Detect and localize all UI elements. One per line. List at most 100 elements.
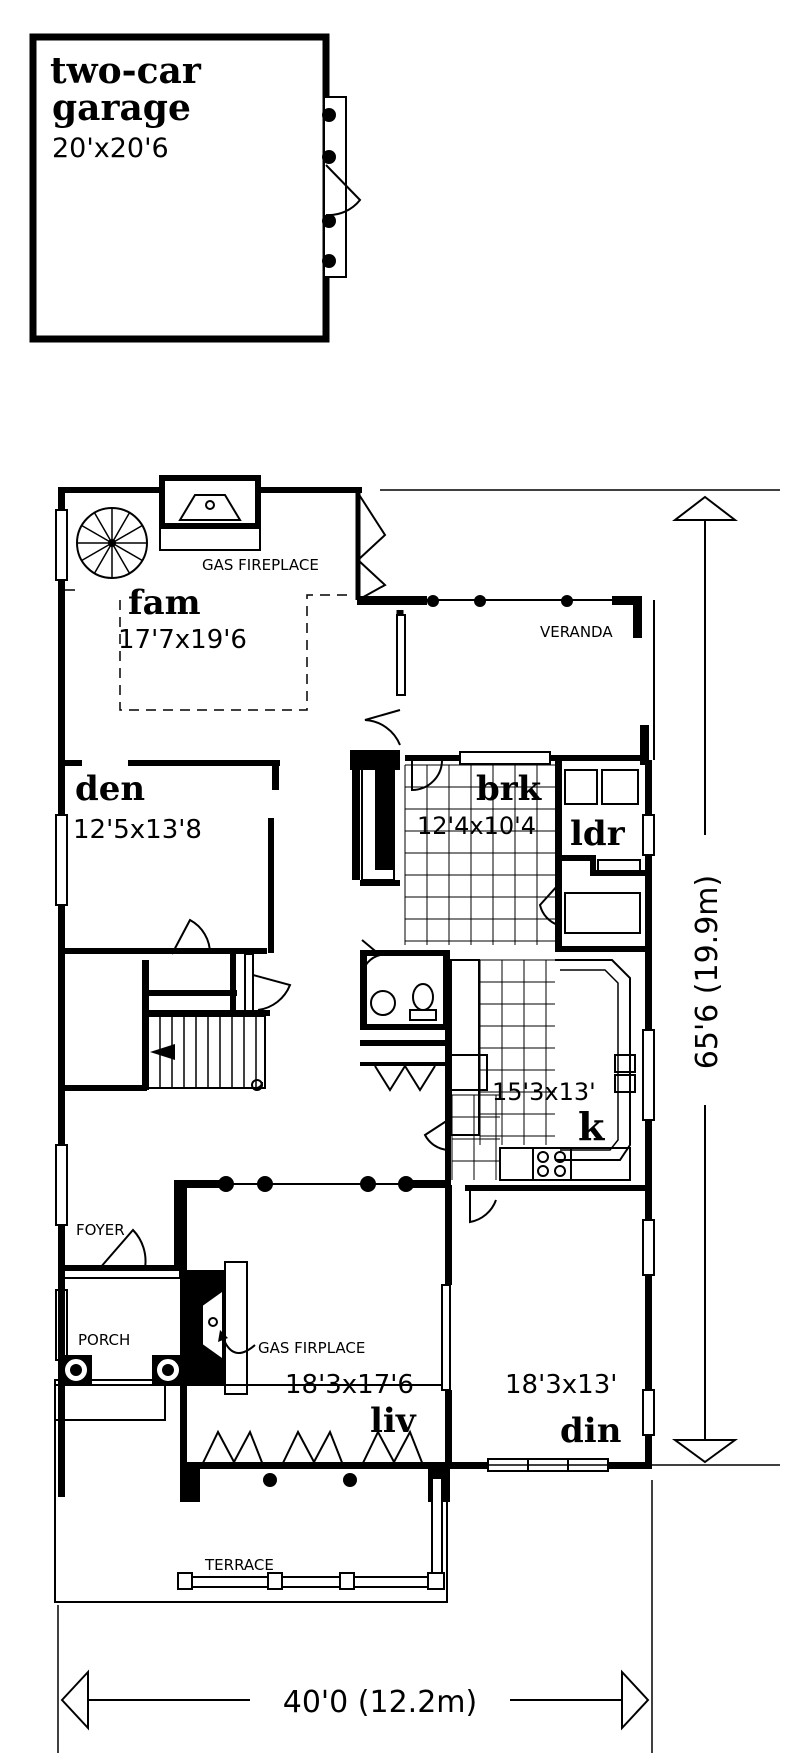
spiral-tread	[93, 512, 113, 544]
liv-name: liv	[370, 1401, 417, 1441]
wall-foyer-bottom	[62, 1265, 180, 1271]
liv-post	[218, 1176, 234, 1192]
liv-post	[257, 1176, 273, 1192]
liv-din-opening	[441, 1284, 451, 1391]
terrace-rail	[179, 1576, 443, 1588]
den-door-swing	[171, 918, 212, 955]
spiral-tread	[111, 542, 131, 574]
terrace-post	[263, 1473, 277, 1487]
wall-closet-right	[230, 954, 236, 1012]
stair-newel-post	[251, 1079, 263, 1091]
terrace-pier	[177, 1572, 193, 1590]
k-size: 15'3x13'	[492, 1078, 596, 1106]
fireplace-liv-gas	[208, 1317, 218, 1327]
wall-lower-left	[62, 1085, 147, 1091]
wall-porch-left	[58, 1270, 65, 1360]
fam-veranda-door	[364, 709, 401, 746]
brk-closet-shelf	[564, 892, 641, 934]
interior-walls	[62, 589, 650, 1500]
spiral-tread	[111, 524, 143, 544]
wall-hall-closet-bottom	[360, 1062, 450, 1066]
hall-closet-door	[374, 1064, 436, 1092]
wall-ldr-left	[555, 760, 562, 860]
powder-toilet-tank	[409, 1009, 437, 1021]
staircase	[146, 1015, 266, 1091]
porch-top-rail	[61, 1269, 181, 1279]
dimension-width: 40'0 (12.2m)	[57, 1480, 653, 1753]
closet-door-swing	[252, 974, 292, 1011]
garage-block: two-car garage 20'x20'6	[29, 33, 362, 343]
brk-tile-floor	[404, 764, 555, 945]
depth-arrow-bottom	[671, 1439, 739, 1464]
terrace-label: TERRACE	[204, 1556, 274, 1574]
wall-liv-din	[445, 1185, 452, 1285]
den-size: 12'5x13'8	[73, 815, 202, 845]
veranda-post	[561, 595, 573, 607]
liv-french-door-1	[201, 1429, 264, 1466]
wall-liv-top-right	[400, 1180, 450, 1188]
wall-veranda-corner	[612, 596, 642, 605]
spiral-tread	[81, 524, 113, 544]
kitchen-door-left	[423, 1119, 449, 1151]
garage-door-swing	[325, 164, 362, 217]
k-name: k	[578, 1104, 605, 1149]
kitchen-din-door	[469, 1188, 497, 1224]
foyer-label: FOYER	[76, 1221, 125, 1239]
width-arrow-left	[60, 1669, 89, 1731]
width-dimension-label: 40'0 (12.2m)	[283, 1685, 477, 1720]
spiral-tread	[111, 542, 143, 562]
wall-liv-din-lower	[445, 1390, 452, 1468]
wall-den-right-stub	[272, 760, 279, 790]
wall-den-bottom	[62, 948, 267, 954]
fam-rug-outline	[119, 594, 350, 711]
room-labels: GAS FIREPLACE fam 17'7x19'6 VERANDA den …	[73, 556, 626, 1574]
garage-post	[322, 254, 336, 268]
wall-powder-left	[360, 950, 367, 1030]
den-name: den	[75, 769, 145, 809]
wall-brk-closet-bottom	[555, 946, 645, 952]
window-right-din-2	[642, 1389, 655, 1436]
porch-column-core	[162, 1364, 174, 1376]
veranda-post	[474, 595, 486, 607]
wall-den-top-2	[128, 760, 280, 766]
spiral-tread	[93, 542, 113, 574]
wall-powder-bottom	[360, 1024, 450, 1030]
wall-ldr-step	[590, 855, 596, 875]
terrace-rail-side	[431, 1477, 443, 1587]
powder-door	[361, 939, 383, 976]
liv-french-door-3	[361, 1429, 424, 1466]
foyer-tile-floor	[451, 959, 555, 1180]
porch-label: PORCH	[78, 1331, 130, 1349]
spiral-stair	[76, 507, 148, 579]
fireplace-top-firebox	[178, 494, 242, 521]
window-left-den	[55, 814, 68, 906]
ldr-name: ldr	[570, 814, 626, 854]
fireplace-top-gas	[205, 500, 215, 510]
range-burner	[537, 1151, 549, 1163]
wall-powder-top	[360, 950, 450, 956]
spiral-tread	[81, 542, 113, 562]
powder-sink	[370, 990, 396, 1016]
wall-liv-bottom	[183, 1462, 448, 1469]
kitchen-counter-right	[555, 959, 631, 1161]
veranda-post	[427, 595, 439, 607]
terrace-outline	[54, 1384, 448, 1603]
window-brk-top	[459, 751, 551, 765]
wall-stair-top	[142, 1010, 270, 1016]
window-left-fam	[55, 509, 68, 581]
fam-name: fam	[128, 583, 201, 623]
window-left-hall	[55, 1144, 68, 1226]
wall-den-top	[62, 760, 82, 766]
liv-size: 18'3x17'6	[285, 1370, 414, 1400]
din-name: din	[560, 1411, 621, 1451]
garage-post	[322, 108, 336, 122]
wall-pantry-inner	[375, 770, 393, 870]
wall-closet-left	[142, 960, 149, 1090]
kitchen-counter-island	[450, 1054, 488, 1091]
window-right-k	[642, 1029, 655, 1121]
garage-post	[322, 214, 336, 228]
garage-post	[322, 150, 336, 164]
terrace-post	[343, 1473, 357, 1487]
wall-liv-top-left	[183, 1180, 228, 1188]
